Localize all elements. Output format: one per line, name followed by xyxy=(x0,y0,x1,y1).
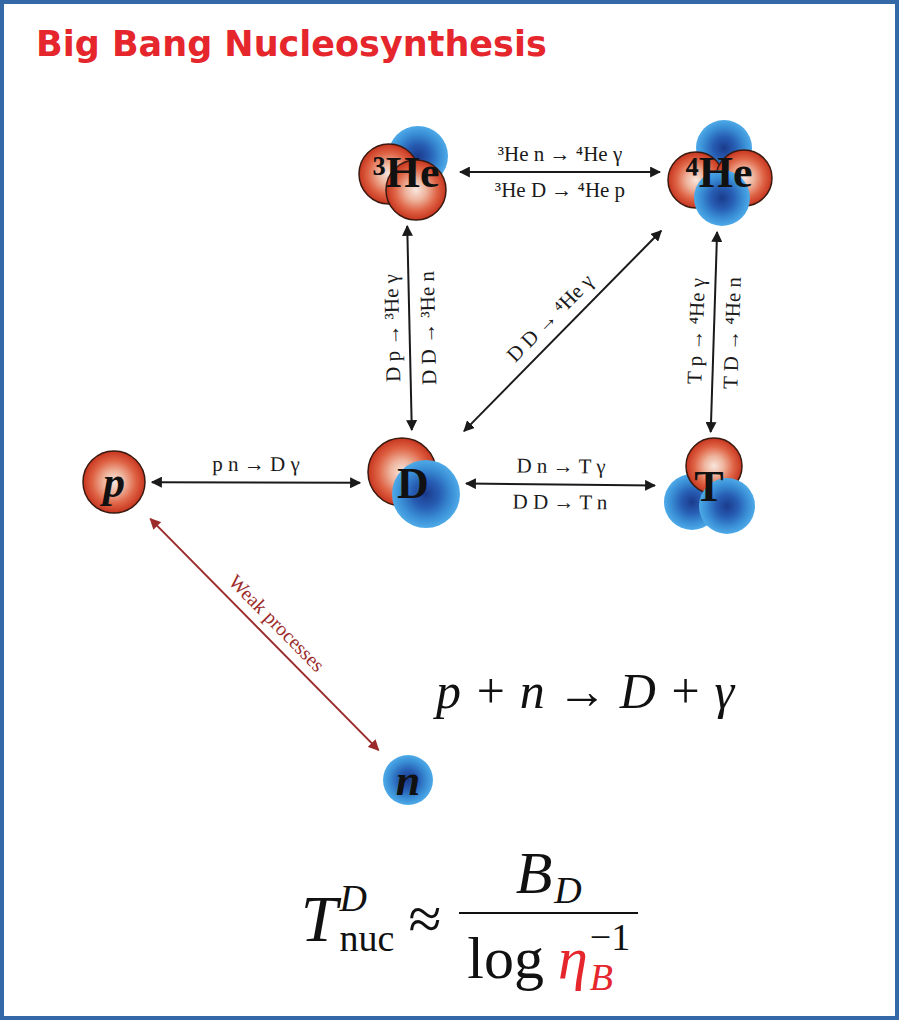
reaction-arrow xyxy=(466,484,655,486)
reaction-arrow xyxy=(152,481,360,484)
nucleus-cluster: p xyxy=(80,448,148,516)
reaction-label: D n → T γ xyxy=(516,454,605,479)
nucleus-label-wrap: D xyxy=(364,434,462,532)
reaction-arrow xyxy=(460,171,660,173)
reaction-arrow xyxy=(407,226,412,430)
nucleus-cluster: D xyxy=(364,434,462,532)
nucleus-cluster: T xyxy=(659,436,759,536)
reaction-equation: p + n → D + γ xyxy=(436,662,734,720)
reaction-label: D D → T n xyxy=(513,490,608,515)
proton-circle xyxy=(83,451,145,513)
neutron-circle xyxy=(383,755,433,805)
nucleus-label: D xyxy=(397,458,429,509)
subscript: B xyxy=(590,958,630,998)
reaction-label: ³He D → ⁴He p xyxy=(495,178,625,202)
baryon-symbol: η xyxy=(558,924,588,993)
title: Big Bang Nucleosynthesis xyxy=(36,24,547,64)
nucleus-label-wrap: T xyxy=(659,436,759,536)
formula-symbol: T xyxy=(301,881,338,957)
denominator: log η −1 B xyxy=(459,918,638,998)
reaction-label: D D → ⁴He γ xyxy=(501,269,598,367)
approx-sign: ≈ xyxy=(408,885,441,954)
reaction-label: p n → D γ xyxy=(212,452,300,476)
superscript: D xyxy=(340,879,395,919)
script-stack: −1 B xyxy=(590,918,630,998)
script-stack: D nuc xyxy=(340,879,395,959)
nucleus-label: p xyxy=(103,457,125,508)
numerator: B D xyxy=(516,840,582,906)
reaction-arrow xyxy=(464,231,661,431)
reaction-label: T D → ⁴He n xyxy=(718,276,746,389)
fraction: B D log η −1 B xyxy=(459,840,638,998)
nucleus-label: T xyxy=(694,461,723,512)
nucleus-cluster: ⁴He xyxy=(664,116,774,228)
reaction-label: T p → ⁴He γ xyxy=(682,278,709,385)
nucleus-cluster: n xyxy=(381,753,435,807)
log-operator: log xyxy=(467,924,544,993)
reaction-arrow xyxy=(711,232,717,432)
nucleus-label: n xyxy=(396,755,420,806)
nucleus-label-wrap: p xyxy=(80,448,148,516)
nucleus-label: ³He xyxy=(373,147,440,198)
reaction-label: D D → ³He n xyxy=(414,271,441,385)
formula-symbol: B xyxy=(516,840,553,906)
subscript: nuc xyxy=(340,919,395,959)
nucleus-label-wrap: n xyxy=(381,753,435,807)
superscript: −1 xyxy=(590,918,630,958)
formula: T D nuc ≈ B D log η −1 B xyxy=(24,839,899,999)
reaction-label: D p → ³He γ xyxy=(378,274,404,382)
nucleus-label-wrap: ⁴He xyxy=(664,116,774,228)
fraction-bar xyxy=(459,912,638,914)
nucleus-label-wrap: ³He xyxy=(356,122,456,222)
reaction-label: Weak processes xyxy=(224,569,330,676)
reaction-label: ³He n → ⁴He γ xyxy=(498,142,622,166)
nucleus-label: ⁴He xyxy=(686,147,753,198)
reaction-arrow xyxy=(150,519,378,750)
equation-text: p + n → D + γ xyxy=(436,663,734,719)
nucleus-cluster: ³He xyxy=(356,122,456,222)
subscript: D xyxy=(554,870,581,912)
